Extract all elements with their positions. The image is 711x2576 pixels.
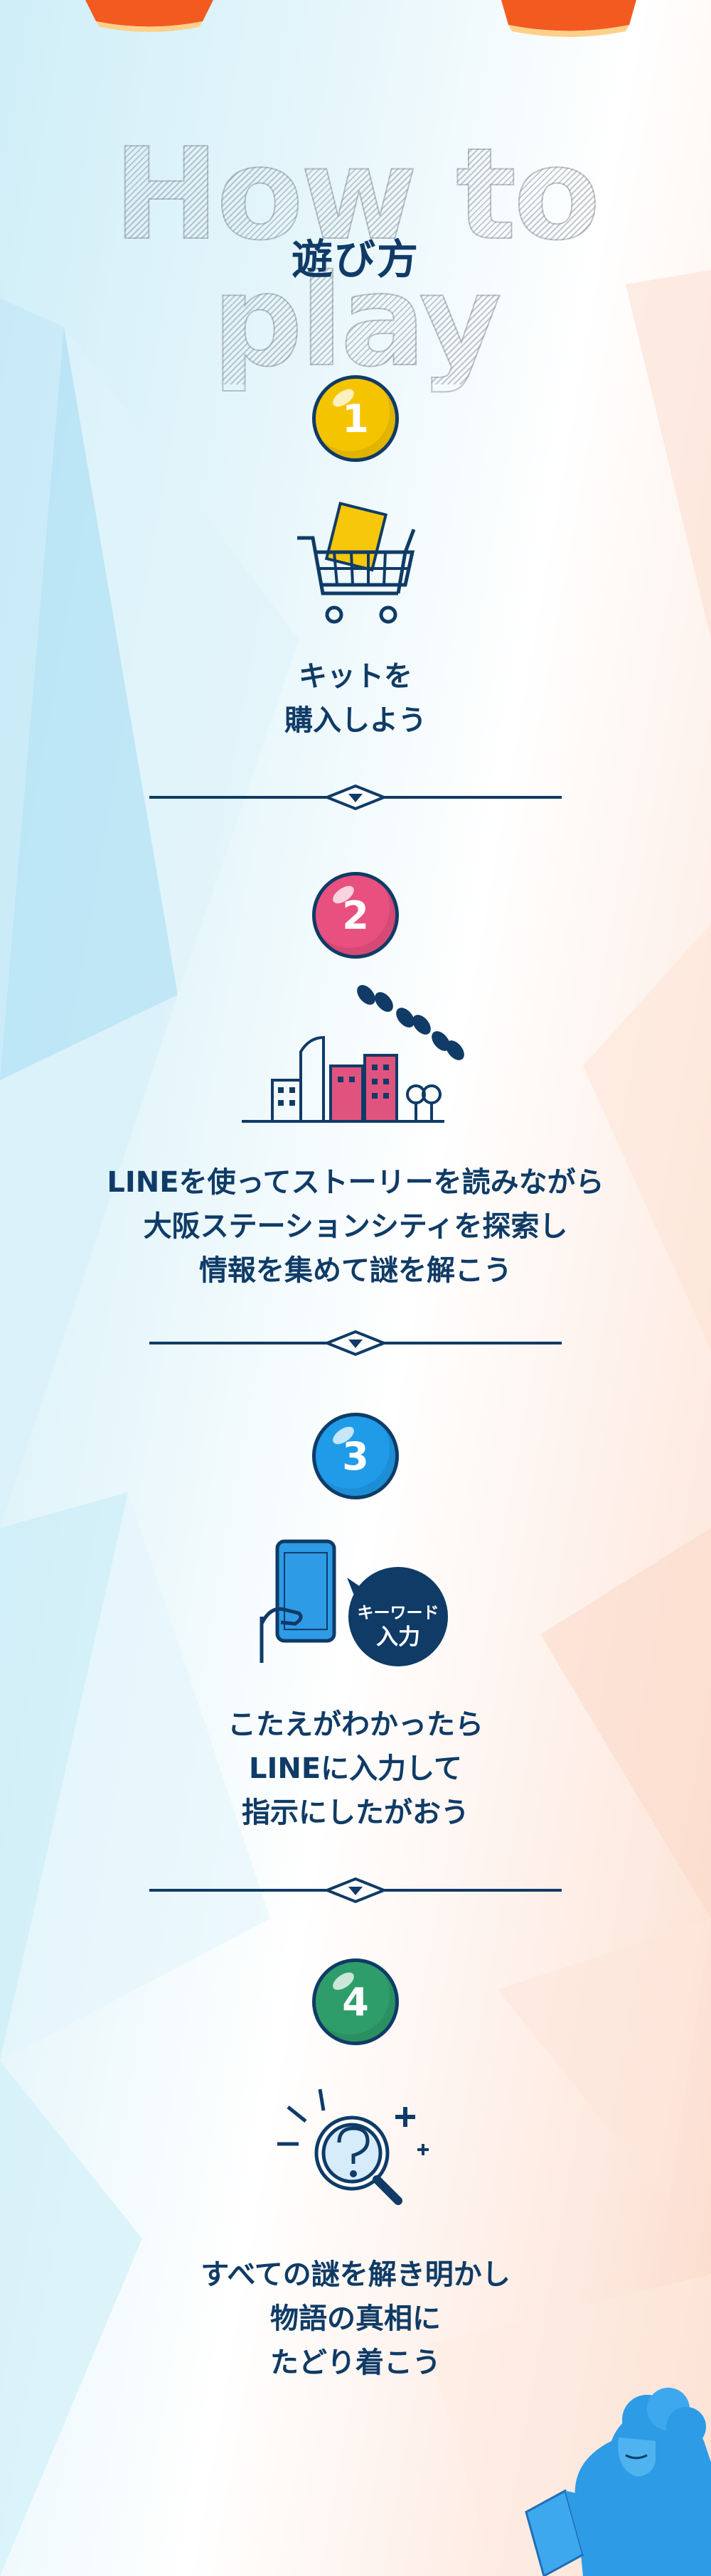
step-2-line-3: 情報を集めて謎を解こう — [199, 1254, 512, 1287]
step-3-text: こたえがわかったら LINEに入力して 指示にしたがおう — [0, 1703, 711, 1835]
step-4-line-2: 物語の真相に — [270, 2302, 441, 2335]
shopping-cart-icon — [297, 502, 416, 624]
book-decoration-right-icon — [501, 0, 636, 37]
smartphone-keyword-icon — [260, 1539, 448, 1666]
step-4-badge: 4 — [312, 1958, 399, 2045]
bubble-line-1: キーワード — [357, 1604, 439, 1622]
step-4-text: すべての謎を解き明かし 物語の真相に たどり着こう — [0, 2253, 711, 2385]
step-1-badge: 1 — [312, 375, 399, 462]
detective-character-illustration — [525, 2388, 711, 2576]
step-divider — [149, 1330, 562, 1357]
step-4-line-3: たどり着こう — [270, 2346, 441, 2379]
step-2-line-1: LINEを使ってストーリーを読みながら — [107, 1166, 604, 1199]
step-2-badge: 2 — [312, 872, 399, 959]
bubble-line-2: 入力 — [376, 1624, 420, 1650]
city-footprints-icon — [242, 985, 464, 1123]
step-3-line-3: 指示にしたがおう — [242, 1796, 469, 1829]
step-1-line-1: キットを — [299, 660, 412, 693]
book-decoration-left-icon — [85, 0, 213, 32]
step-2-line-2: 大阪ステーションシティを探索し — [143, 1210, 568, 1243]
magnifier-question-icon — [277, 2089, 429, 2205]
how-to-play-watermark: How to play — [0, 131, 711, 385]
step-2-text: LINEを使ってストーリーを読みながら 大阪ステーションシティを探索し 情報を集… — [0, 1160, 711, 1293]
step-divider — [149, 784, 562, 811]
step-divider — [149, 1877, 562, 1904]
step-3-line-1: こたえがわかったら — [228, 1708, 483, 1741]
step-1-line-2: 購入しよう — [284, 704, 427, 737]
step-3-badge: 3 — [312, 1413, 399, 1499]
step-1-text: キットを 購入しよう — [0, 654, 711, 743]
step-4-line-1: すべての謎を解き明かし — [201, 2258, 510, 2291]
step-3-line-2: LINEに入力して — [249, 1752, 462, 1785]
page-title: 遊び方 — [291, 235, 419, 284]
keyword-input-bubble: キーワード 入力 — [348, 1602, 448, 1651]
